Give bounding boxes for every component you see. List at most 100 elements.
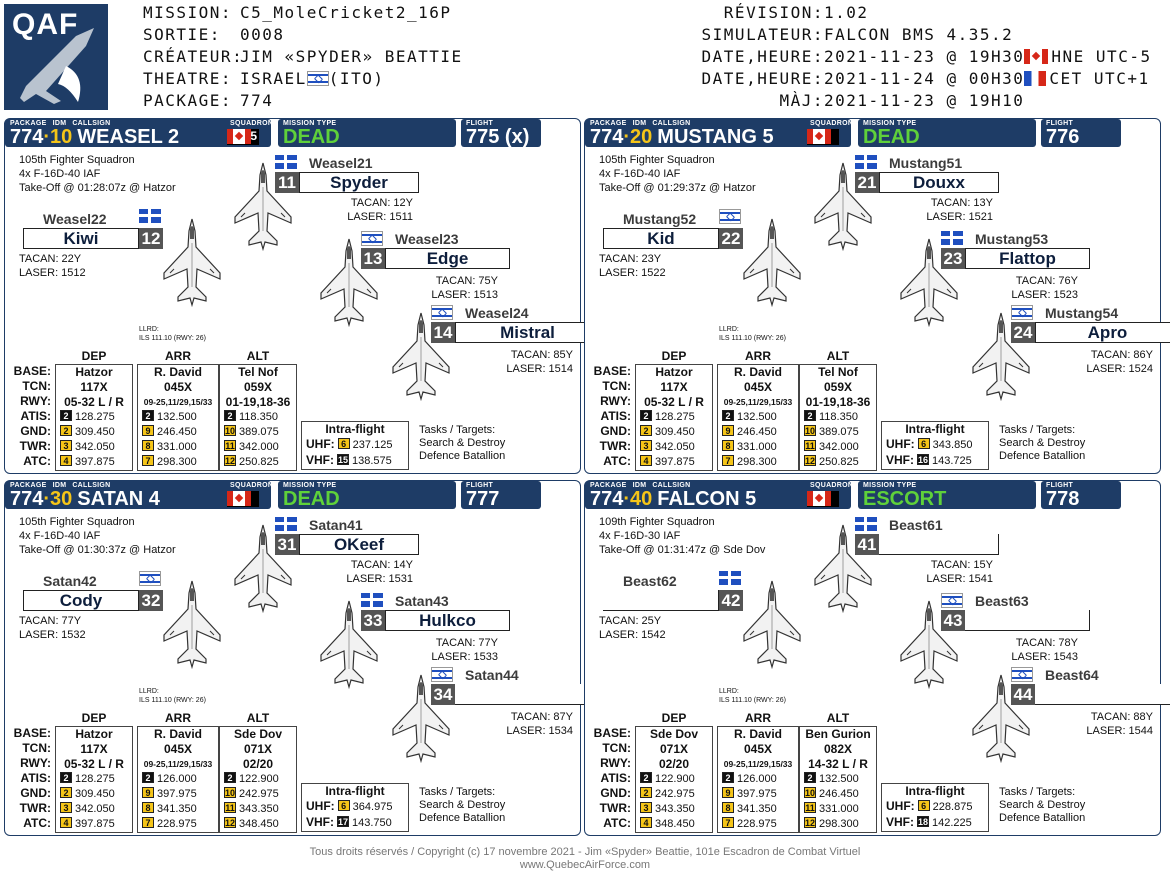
header-label: SORTIE: <box>143 25 221 44</box>
airport-rwy: 05-32 L / R <box>644 395 704 409</box>
pilot-callsign: Mustang51 <box>889 155 963 171</box>
tacan-value: 23Y <box>641 253 662 265</box>
pilot-name-field[interactable] <box>965 610 1090 631</box>
package-number: 774 <box>10 488 44 510</box>
tasks-title: Tasks / Targets: <box>999 786 1076 798</box>
pilot-name-field[interactable]: Kid <box>603 228 719 249</box>
airport-tcn: 045X <box>743 742 773 756</box>
squadron-flag <box>807 491 839 507</box>
channel-badge: 10 <box>804 425 816 436</box>
canada-flag-icon <box>1024 49 1049 64</box>
row-header: ATIS: <box>20 409 51 423</box>
tacan-value: 14Y <box>393 559 413 571</box>
pilot-name-field[interactable]: OKeef <box>299 534 419 555</box>
frequency-value: 341.350 <box>157 803 197 815</box>
mission-type-value: DEAD <box>863 126 920 148</box>
row-header: RWY: <box>600 394 631 408</box>
tacan-line: TACAN:12Y <box>347 196 413 210</box>
frequency-value: 246.450 <box>819 788 859 800</box>
airport-base: Hatzor <box>75 365 113 379</box>
f16-aircraft-icon <box>897 237 961 328</box>
israel-flag-icon <box>1011 667 1033 682</box>
pilot-callsign: Satan42 <box>43 573 97 589</box>
tacan-label: TACAN: <box>1015 275 1056 287</box>
llrd-info: LLRD:ILS 111.10 (RWY: 26) <box>139 687 206 705</box>
pilot-name-field[interactable] <box>879 534 999 555</box>
squadron-label: SQUADRON <box>230 482 274 489</box>
pilot-name-field[interactable]: Apro <box>1035 322 1170 343</box>
flight-number: 775 (x) <box>466 126 530 148</box>
pilot-callsign: Beast62 <box>623 573 677 589</box>
intra-flight-title: Intra-flight <box>905 422 965 436</box>
channel-badge: 16 <box>917 454 929 465</box>
laser-label: LASER: <box>506 725 546 737</box>
tacan-label: TACAN: <box>599 615 639 627</box>
idm-dot: · <box>623 488 631 510</box>
pilot-name-field[interactable]: Spyder <box>299 172 419 193</box>
channel-badge: 9 <box>142 787 154 798</box>
flight-label: FLIGHT <box>1046 120 1074 127</box>
header-left-line: SORTIE:0008 <box>143 25 285 45</box>
pilot-name-field[interactable]: Kiwi <box>23 228 139 249</box>
laser-value: 1541 <box>968 573 993 585</box>
header-value: FALCON BMS 4.35.2 <box>824 25 1014 44</box>
logo-text: QAF <box>12 8 79 41</box>
radio-label: UHF: <box>306 799 335 813</box>
channel-badge: 2 <box>142 410 154 421</box>
pilot-name-field[interactable]: Edge <box>385 248 510 269</box>
israel-flag-icon <box>139 571 161 586</box>
frequency-value: 242.975 <box>655 788 695 800</box>
mission-type-value: DEAD <box>283 488 340 510</box>
tacan-line: TACAN:75Y <box>431 274 498 288</box>
laser-label: LASER: <box>19 267 59 279</box>
pilot-name-field[interactable]: Flattop <box>965 248 1090 269</box>
channel-badge: 4 <box>640 455 652 466</box>
frequency-value: 298.300 <box>157 456 197 468</box>
frequency-value: 242.975 <box>239 788 279 800</box>
row-header: RWY: <box>20 756 51 770</box>
channel-badge: 6 <box>917 800 930 811</box>
row-header: ATC: <box>603 454 631 468</box>
tacan-value: 15Y <box>973 559 993 571</box>
llrd-info: LLRD:ILS 111.10 (RWY: 26) <box>719 325 786 343</box>
laser-line: LASER:1514 <box>506 362 573 376</box>
laser-label: LASER: <box>926 573 966 585</box>
header-right-line: SIMULATEUR:FALCON BMS 4.35.2 <box>692 25 1162 45</box>
laser-line: LASER:1532 <box>19 628 86 642</box>
pilot-name-field[interactable] <box>1035 684 1170 705</box>
channel-badge: 8 <box>142 440 154 451</box>
pilot-name-field[interactable] <box>603 590 719 611</box>
channel-badge: 7 <box>142 817 154 828</box>
pilot-name-field[interactable] <box>455 684 600 705</box>
laser-value: 1524 <box>1128 363 1153 375</box>
idm-number: 40 <box>630 488 653 510</box>
package-number: 774 <box>590 126 624 148</box>
header-left-line: CRÉATEUR:JIM «SPYDER» BEATTIE <box>143 47 463 67</box>
website-link[interactable]: www.QuebecAirForce.com <box>519 859 651 871</box>
frequency-value: 389.075 <box>819 426 859 438</box>
row-header: RWY: <box>600 756 631 770</box>
pilot-name-field[interactable]: Cody <box>23 590 139 611</box>
channel-badge: 2 <box>224 772 236 783</box>
task-item: Defence Batallion <box>419 450 506 462</box>
pilot-name-field[interactable]: Mistral <box>455 322 600 343</box>
tacan-line: TACAN:15Y <box>926 558 993 572</box>
pilot-name-field[interactable]: Hulkco <box>385 610 510 631</box>
intra-flight-title: Intra-flight <box>905 784 965 798</box>
frequency-value: 331.000 <box>157 441 197 453</box>
pilot-name-field[interactable]: Douxx <box>879 172 999 193</box>
pilot-number: 12 <box>139 228 163 249</box>
